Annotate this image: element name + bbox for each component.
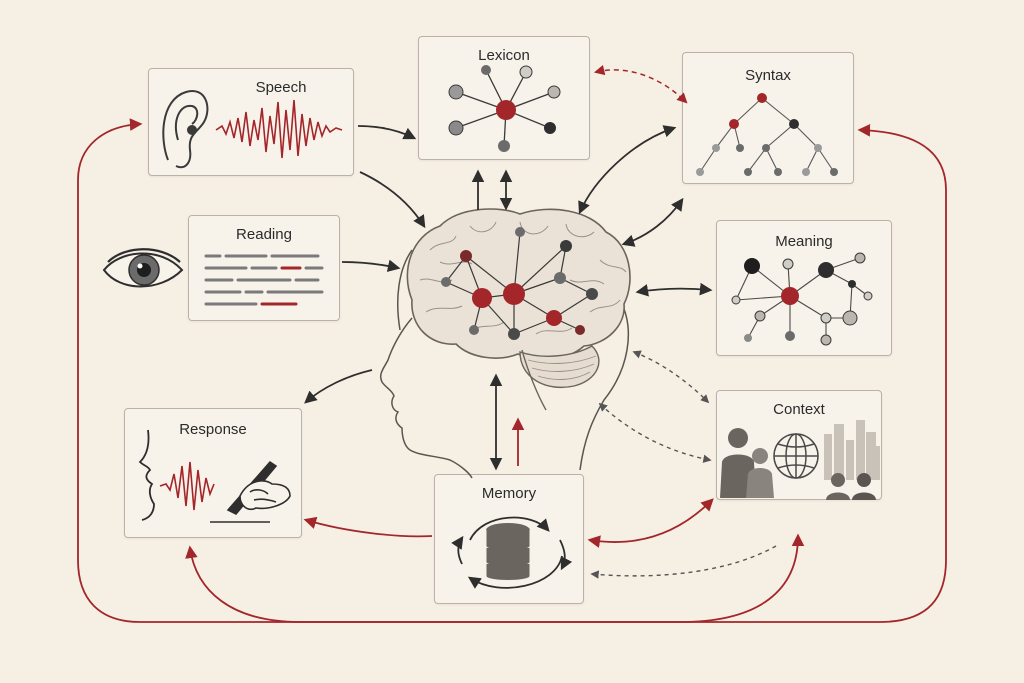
reading-label: Reading [236, 226, 292, 243]
lexicon-network-icon [448, 65, 561, 152]
lexicon-label: Lexicon [478, 47, 530, 64]
people-icon [720, 428, 876, 500]
database-icon [485, 523, 531, 581]
ear-icon [162, 90, 209, 169]
context-illustration [720, 420, 880, 500]
writing-hand-icon [210, 460, 291, 523]
meaning-label: Meaning [775, 233, 833, 250]
profile-face-icon [138, 429, 155, 521]
syntax-label: Syntax [745, 67, 791, 84]
eye-icon [102, 248, 184, 288]
response-box: Response [124, 408, 302, 538]
speech-waveform-icon [215, 99, 343, 159]
flow-arrows [77, 64, 947, 623]
meaning-network-icon [731, 252, 873, 346]
meaning-box: Meaning [716, 220, 892, 356]
syntax-box: Syntax [682, 52, 854, 184]
response-waveform-icon [159, 461, 215, 511]
response-label: Response [179, 421, 247, 438]
head-silhouette [379, 249, 630, 479]
globe-icon [773, 433, 819, 479]
syntax-tree-icon [696, 93, 838, 176]
speech-label: Speech [255, 79, 307, 96]
memory-label: Memory [481, 485, 537, 502]
brain-icon [406, 208, 631, 411]
city-skyline-icon [824, 420, 880, 480]
text-lines-icon [204, 254, 324, 306]
context-label: Context [773, 401, 825, 418]
